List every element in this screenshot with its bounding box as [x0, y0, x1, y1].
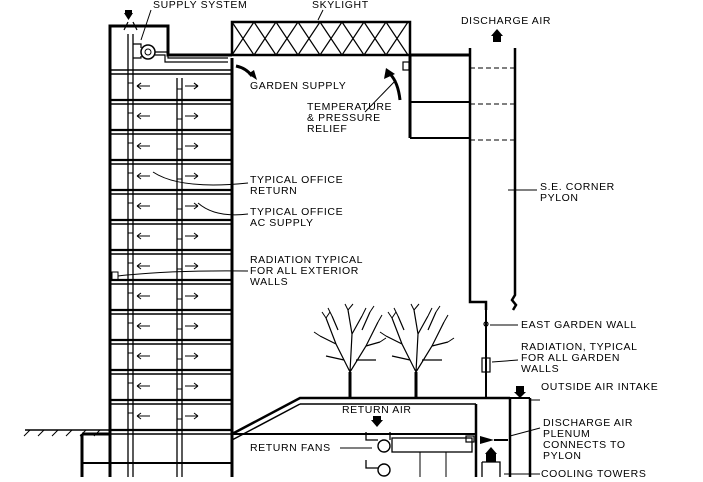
- label-se-corner-2: PYLON: [540, 192, 579, 204]
- label-se-corner-1: S.E. CORNER: [540, 181, 615, 193]
- diffuser-arrow-icon: [128, 292, 199, 300]
- label-temperature: TEMPERATURE: [307, 101, 392, 113]
- skylight: [230, 9, 412, 57]
- diffuser-arrow-icon: [128, 172, 199, 180]
- floor-slab: [110, 308, 232, 315]
- garden-trees: [313, 303, 455, 398]
- diffuser-arrow-icon: [128, 262, 199, 270]
- label-radiation-ext-2: FOR ALL EXTERIOR: [250, 265, 359, 277]
- label-relief: RELIEF: [307, 123, 347, 135]
- garden-air-arrows: [235, 61, 410, 113]
- diffuser-arrow-icon: [128, 352, 199, 360]
- floor-slab: [110, 278, 232, 285]
- label-plenum-3: CONNECTS TO: [543, 439, 626, 451]
- label-typical-office-supply-2: AC SUPPLY: [250, 217, 314, 229]
- tree-icon: [313, 303, 387, 398]
- east-garden-wall: [481, 310, 519, 398]
- label-discharge-air: DISCHARGE AIR: [461, 15, 551, 27]
- label-typical-office-return-1: TYPICAL OFFICE: [250, 174, 343, 186]
- diffuser-arrow-icon: [128, 322, 199, 330]
- floor-slab: [110, 158, 232, 165]
- floor-slab: [110, 398, 232, 405]
- diffuser-arrow-icon: [136, 82, 199, 90]
- label-return-fans: RETURN FANS: [250, 442, 331, 454]
- diffuser-arrow-icon: [128, 382, 199, 390]
- se-corner-pylon: [468, 29, 537, 311]
- diffuser-arrow-icon: [128, 142, 199, 150]
- floor-slab: [110, 338, 232, 345]
- label-radiation-ext-3: WALLS: [250, 276, 288, 288]
- label-cooling-towers: COOLING TOWERS: [541, 468, 646, 477]
- tower-floor-slabs: [110, 98, 232, 435]
- basement: [23, 386, 541, 477]
- floor-slab: [110, 128, 232, 135]
- label-garden-supply: GARDEN SUPPLY: [250, 80, 346, 92]
- label-skylight: SKYLIGHT: [312, 0, 369, 11]
- label-return-air: RETURN AIR: [342, 404, 412, 416]
- label-plenum-2: PLENUM: [543, 428, 590, 440]
- floor-slab: [110, 188, 232, 195]
- floor-slab: [110, 218, 232, 225]
- diffuser-arrow-icon: [128, 112, 199, 120]
- tree-icon: [379, 303, 455, 398]
- label-east-garden-wall: EAST GARDEN WALL: [521, 319, 637, 331]
- floor-slab: [110, 368, 232, 375]
- diffuser-arrow-icon: [128, 232, 199, 240]
- label-pressure: & PRESSURE: [307, 112, 381, 124]
- label-radiation-garden-2: FOR ALL GARDEN: [521, 352, 620, 364]
- radiator-icon: [111, 271, 119, 281]
- label-radiation-garden-3: WALLS: [521, 363, 559, 375]
- label-plenum-1: DISCHARGE AIR: [543, 417, 633, 429]
- leader-lines: [117, 171, 372, 449]
- label-radiation-garden-1: RADIATION, TYPICAL: [521, 341, 638, 353]
- label-supply-system: SUPPLY SYSTEM: [153, 0, 247, 11]
- label-outside-air-intake: OUTSIDE AIR INTAKE: [541, 381, 658, 393]
- office-tower: [108, 24, 234, 477]
- office-diffusers: [111, 82, 199, 420]
- diffuser-arrow-icon: [128, 412, 199, 420]
- label-typical-office-supply-1: TYPICAL OFFICE: [250, 206, 343, 218]
- floor-slab: [110, 248, 232, 255]
- diffuser-arrow-icon: [128, 202, 199, 210]
- supply-fan-icon: [123, 9, 228, 63]
- east-building: [408, 53, 515, 141]
- label-plenum-4: PYLON: [543, 450, 582, 462]
- floor-slab: [110, 428, 232, 435]
- label-radiation-ext-1: RADIATION TYPICAL: [250, 254, 363, 266]
- label-typical-office-return-2: RETURN: [250, 185, 297, 197]
- floor-slab: [110, 98, 232, 105]
- labels: SUPPLY SYSTEM SKYLIGHT DISCHARGE AIR GAR…: [153, 0, 658, 480]
